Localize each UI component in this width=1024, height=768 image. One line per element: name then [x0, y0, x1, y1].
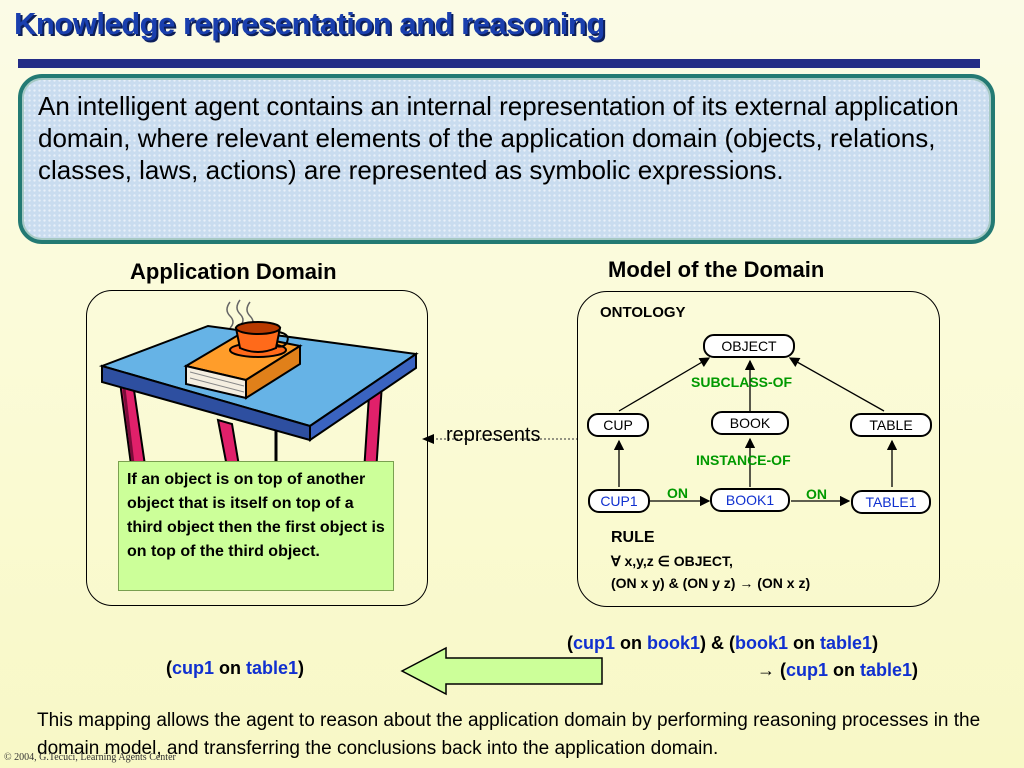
model-heading: Model of the Domain: [608, 257, 825, 282]
transfer-arrow-icon: [400, 646, 603, 696]
premise-expression: (cup1 on book1) & (book1 on table1): [567, 633, 879, 653]
application-domain-panel: [86, 290, 428, 606]
model-panel: [577, 291, 940, 607]
node-book1: BOOK1: [710, 488, 790, 512]
conclusion-expression: → (cup1 on table1): [757, 660, 919, 680]
table-legs: [118, 378, 384, 472]
arrowhead-left-icon: [422, 434, 434, 444]
slide-title: Knowledge representation and reasoning: [14, 6, 605, 41]
node-book: BOOK: [711, 411, 789, 435]
title-underline: [18, 59, 980, 68]
rule-label: RULE: [611, 529, 655, 546]
represents-arrow: [422, 434, 578, 444]
node-cup: CUP: [587, 413, 649, 437]
rule-line-1: ∀ x,y,z ∈ OBJECT,: [611, 553, 733, 569]
node-table1: TABLE1: [851, 490, 931, 514]
copyright: © 2004, G.Tecuci, Learning Agents Center: [4, 752, 176, 763]
edge-cup-object: [618, 357, 711, 412]
domain-rule-box: If an object is on top of another object…: [118, 461, 394, 591]
on-relation-label: ON: [806, 486, 827, 502]
ontology-label: ONTOLOGY: [600, 304, 686, 321]
node-object: OBJECT: [703, 334, 795, 358]
cup-icon: [229, 321, 289, 358]
subclass-of-label: SUBCLASS-OF: [691, 374, 793, 390]
node-table: TABLE: [850, 413, 932, 437]
intro-text: An intelligent agent contains an interna…: [38, 91, 959, 185]
edge-table-object: [788, 357, 885, 412]
domain-conclusion: (cup1 on table1): [166, 658, 305, 678]
instance-of-label: INSTANCE-OF: [696, 452, 791, 468]
ontology-edges: [613, 357, 898, 507]
rule-line-2: (ON x y) & (ON y z) → (ON x z): [611, 575, 811, 591]
application-domain-heading: Application Domain: [130, 259, 337, 284]
footer-text: This mapping allows the agent to reason …: [37, 710, 981, 759]
represents-label: represents: [446, 424, 541, 446]
node-cup1: CUP1: [588, 489, 650, 513]
intro-panel: [18, 74, 995, 244]
on-relation-label: ON: [667, 485, 688, 501]
table-book-cup-illustration: [98, 299, 419, 472]
